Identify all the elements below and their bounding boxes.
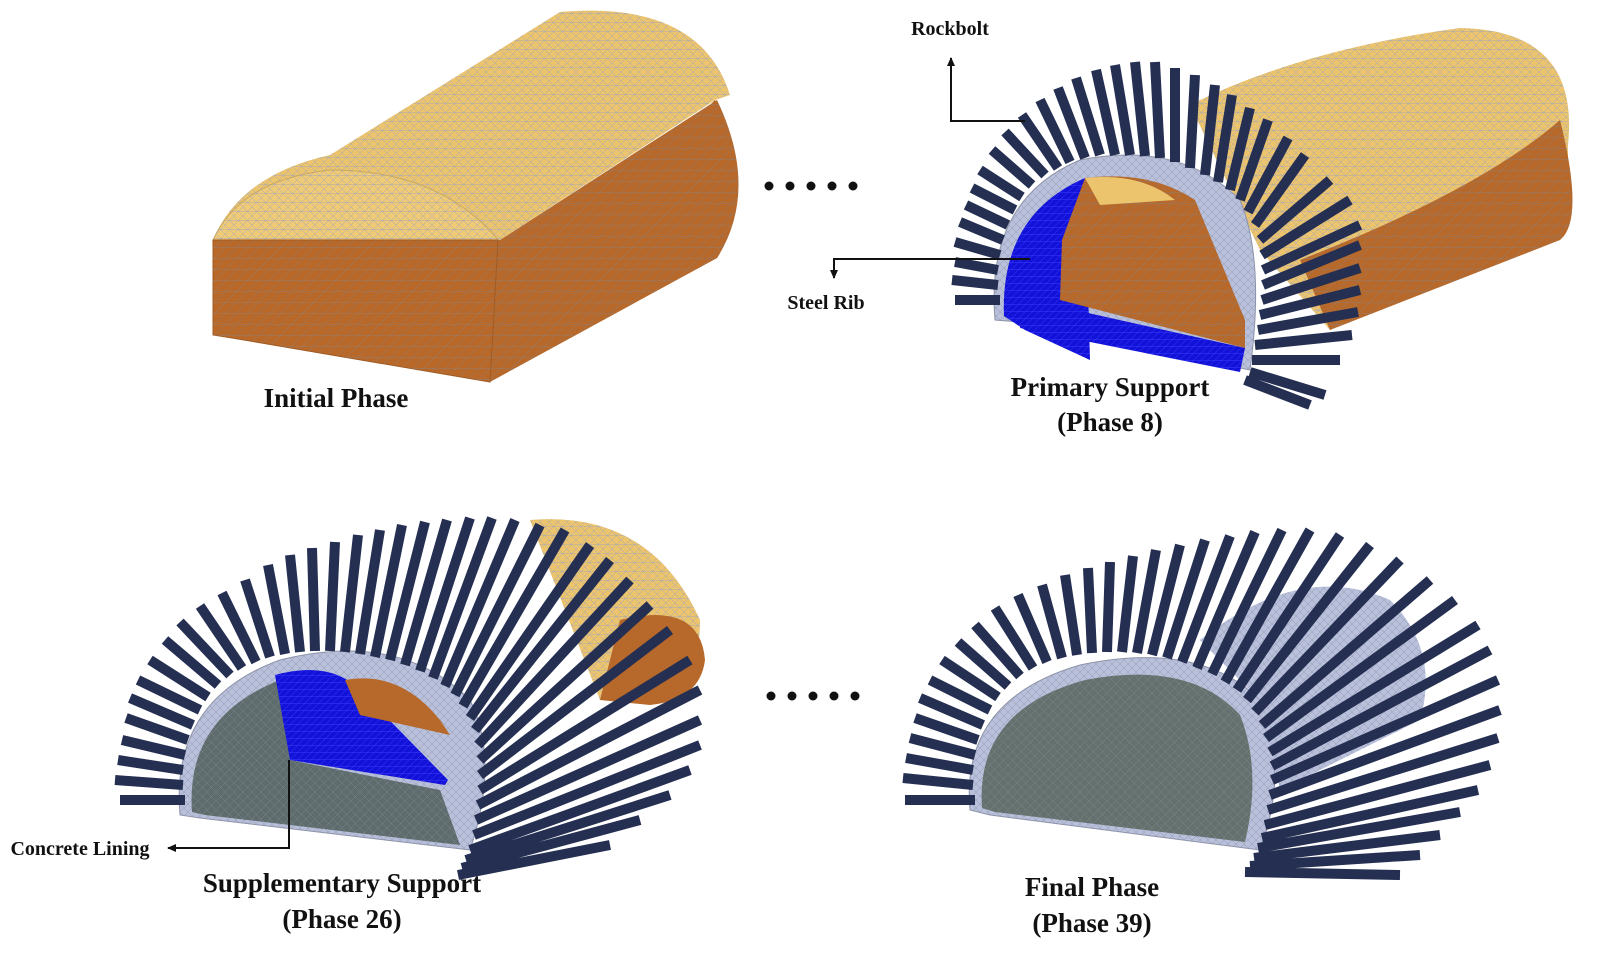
final-phase-title: Final Phase (1025, 872, 1159, 902)
steel-rib-label: Steel Rib (787, 292, 864, 314)
final-phase-number: (Phase 39) (1032, 908, 1151, 938)
primary-rockbolts (951, 61, 1363, 410)
final-rockbolts (902, 527, 1502, 880)
supplementary-support-phase: (Phase 26) (282, 904, 401, 934)
supplementary-support-tunnel (114, 516, 705, 880)
initial-phase-title: Initial Phase (264, 383, 409, 413)
concrete-lining-label: Concrete Lining (10, 838, 149, 860)
concrete-lining-callout (167, 760, 290, 852)
primary-support-tunnel (951, 28, 1573, 410)
supplementary-rockbolts (114, 516, 703, 880)
final-phase-tunnel (902, 527, 1502, 880)
ellipsis-top (764, 181, 858, 191)
primary-support-title: Primary Support (1011, 372, 1210, 402)
rockbolt-label: Rockbolt (911, 18, 989, 40)
initial-phase-tunnel (212, 10, 739, 383)
ellipsis-bottom (766, 691, 860, 701)
supplementary-support-title: Supplementary Support (203, 868, 481, 898)
primary-support-phase: (Phase 8) (1057, 407, 1163, 437)
rockbolt-callout (947, 57, 1025, 122)
steel-rib-callout (830, 258, 1030, 279)
